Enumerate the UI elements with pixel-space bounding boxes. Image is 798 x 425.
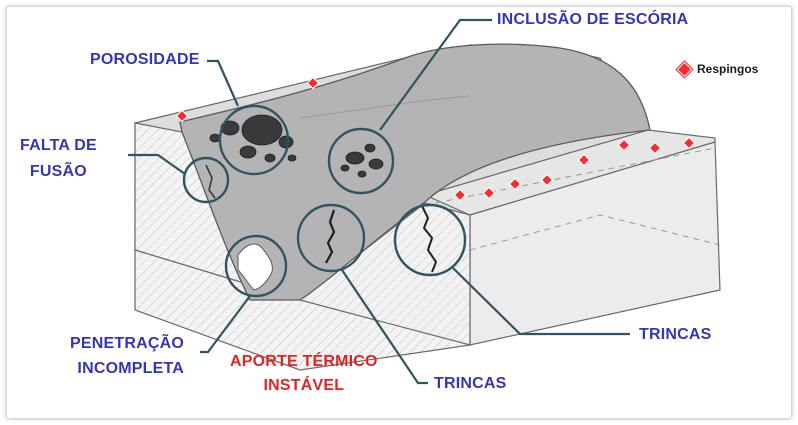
right-plate-dashed-edge [469, 214, 721, 251]
incomplete-penetration-void [237, 243, 273, 291]
crack-right [421, 205, 438, 273]
label-penetracao-incompleta: PENETRAÇÃO INCOMPLETA [70, 334, 184, 378]
label-porosidade: POROSIDADE [90, 51, 200, 68]
label-aporte-line2: INSTÁVEL [263, 377, 345, 394]
bead-ridge [299, 95, 471, 119]
spatter-mark [482, 186, 496, 200]
crack-left [325, 209, 336, 264]
slag-inclusions [340, 143, 384, 178]
spatter-mark [306, 76, 320, 90]
label-penetracao-line1: PENETRAÇÃO [70, 335, 185, 352]
lack-of-fusion-line [205, 164, 216, 199]
label-aporte-termico: APORTE TÉRMICO INSTÁVEL [230, 352, 378, 395]
groove-slope [298, 202, 471, 346]
spatter-mark [453, 188, 467, 202]
label-trincas-bottom: TRINCAS [434, 375, 507, 392]
legend-label: Respingos [697, 62, 759, 76]
spatter-mark [617, 138, 631, 152]
spatter-mark [540, 173, 554, 187]
label-falta-fusao-line2: FUSÃO [29, 163, 87, 180]
crack-left-callout-circle [296, 203, 366, 273]
spatter-mark [577, 153, 591, 167]
label-trincas-right: TRINCAS [639, 326, 712, 343]
porosity-leader [207, 59, 240, 107]
incomplete-penetration-callout-circle [224, 234, 288, 298]
crack-bottom-leader [341, 269, 428, 385]
crack-right-callout-circle [393, 203, 467, 277]
label-falta-fusao: FALTA DE FUSÃO [20, 136, 97, 181]
label-aporte-line1: APORTE TÉRMICO [230, 353, 378, 370]
lack-of-fusion-callout-circle [182, 156, 230, 204]
spatter-group [175, 76, 696, 202]
red-diamond-icon [675, 59, 694, 79]
slag-leader [379, 18, 492, 131]
label-falta-fusao-line1: FALTA DE [20, 137, 97, 154]
right-plate-top [423, 129, 716, 216]
spatter-mark [648, 141, 662, 155]
spatter-mark [508, 177, 522, 191]
porosity-callout-circle [218, 104, 290, 176]
label-penetracao-line2: INCOMPLETA [77, 360, 185, 377]
label-inclusao-escoria: INCLUSÃO DE ESCÓRIA [497, 11, 689, 28]
lack-of-fusion-leader [128, 153, 186, 175]
spatter-mark [175, 109, 189, 123]
callout-circles [182, 104, 467, 298]
spatter-mark [682, 136, 696, 150]
slag-callout-circle [327, 127, 395, 195]
leader-lines [128, 18, 630, 385]
right-plate-dashed-top [424, 147, 716, 206]
incomplete-penetration-leader [200, 295, 251, 354]
legend: Respingos [675, 59, 759, 79]
crack-right-leader [452, 267, 630, 336]
